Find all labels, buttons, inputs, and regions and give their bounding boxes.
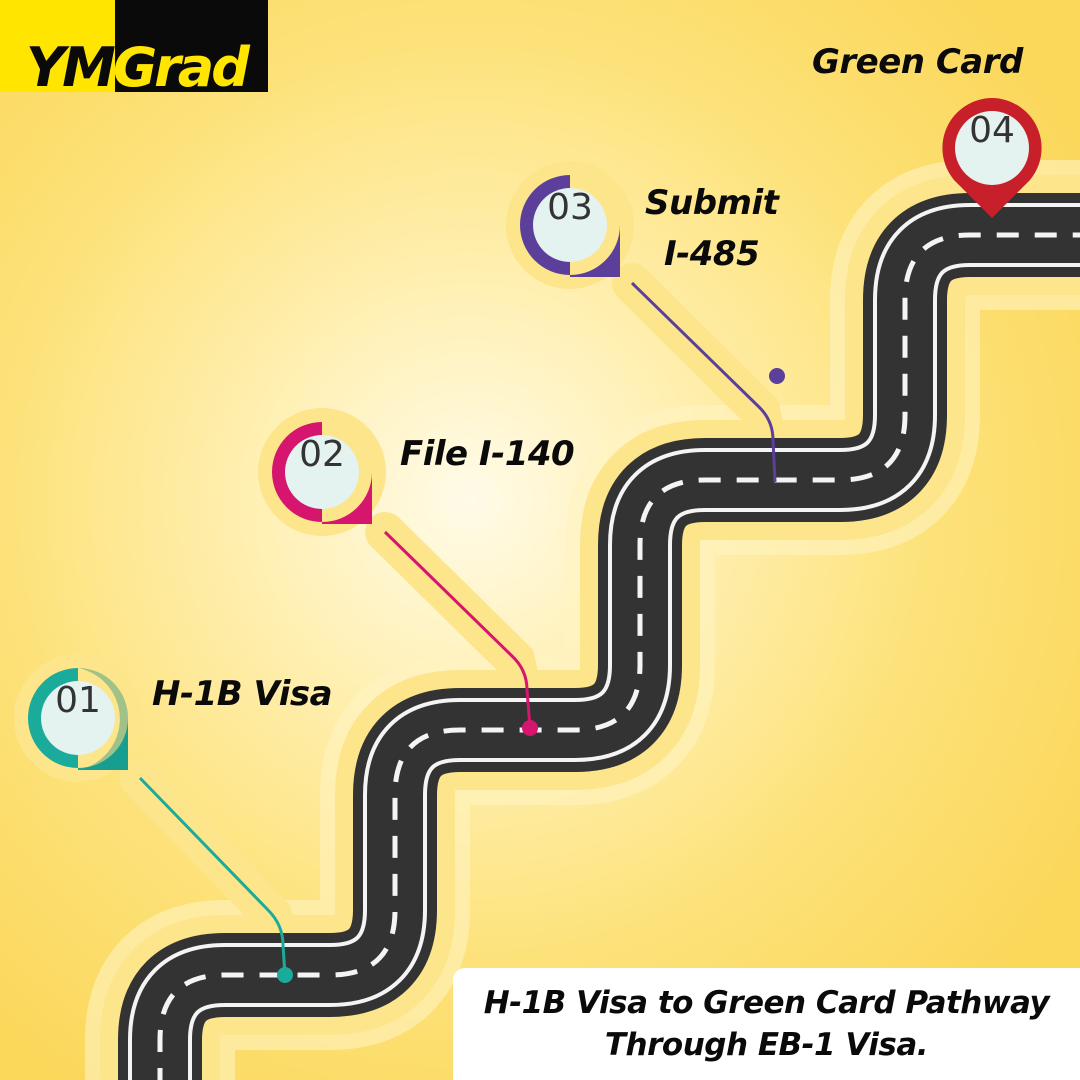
caption-line2: Through EB-1 Visa.	[604, 1027, 929, 1063]
leader-line-03	[630, 281, 777, 483]
pin-03	[520, 175, 620, 277]
step-number-03: 03	[547, 187, 593, 228]
step-number-01: 01	[55, 680, 101, 721]
leader-line-01	[138, 776, 287, 976]
step-number-02: 02	[299, 434, 345, 475]
ymgrad-logo: YMGrad	[0, 0, 268, 99]
pin-02	[272, 422, 372, 524]
marker-dot-03	[769, 368, 785, 384]
pin-04	[942, 98, 1042, 218]
step-label-03-line2: I-485	[664, 234, 760, 274]
pin-01	[28, 668, 128, 770]
step-label-02: File I-140	[400, 434, 575, 474]
marker-dot-02	[522, 720, 538, 736]
caption-line1: H-1B Visa to Green Card Pathway	[483, 985, 1050, 1021]
step-label-01: H-1B Visa	[152, 674, 333, 714]
leader-line-02	[383, 530, 532, 729]
step-label-03-line1: Submit	[645, 183, 779, 223]
marker-dot-01	[277, 967, 293, 983]
caption-box: H-1B Visa to Green Card Pathway Through …	[453, 968, 1080, 1080]
step-number-04: 04	[969, 110, 1015, 151]
step-label-04: Green Card	[812, 42, 1023, 82]
